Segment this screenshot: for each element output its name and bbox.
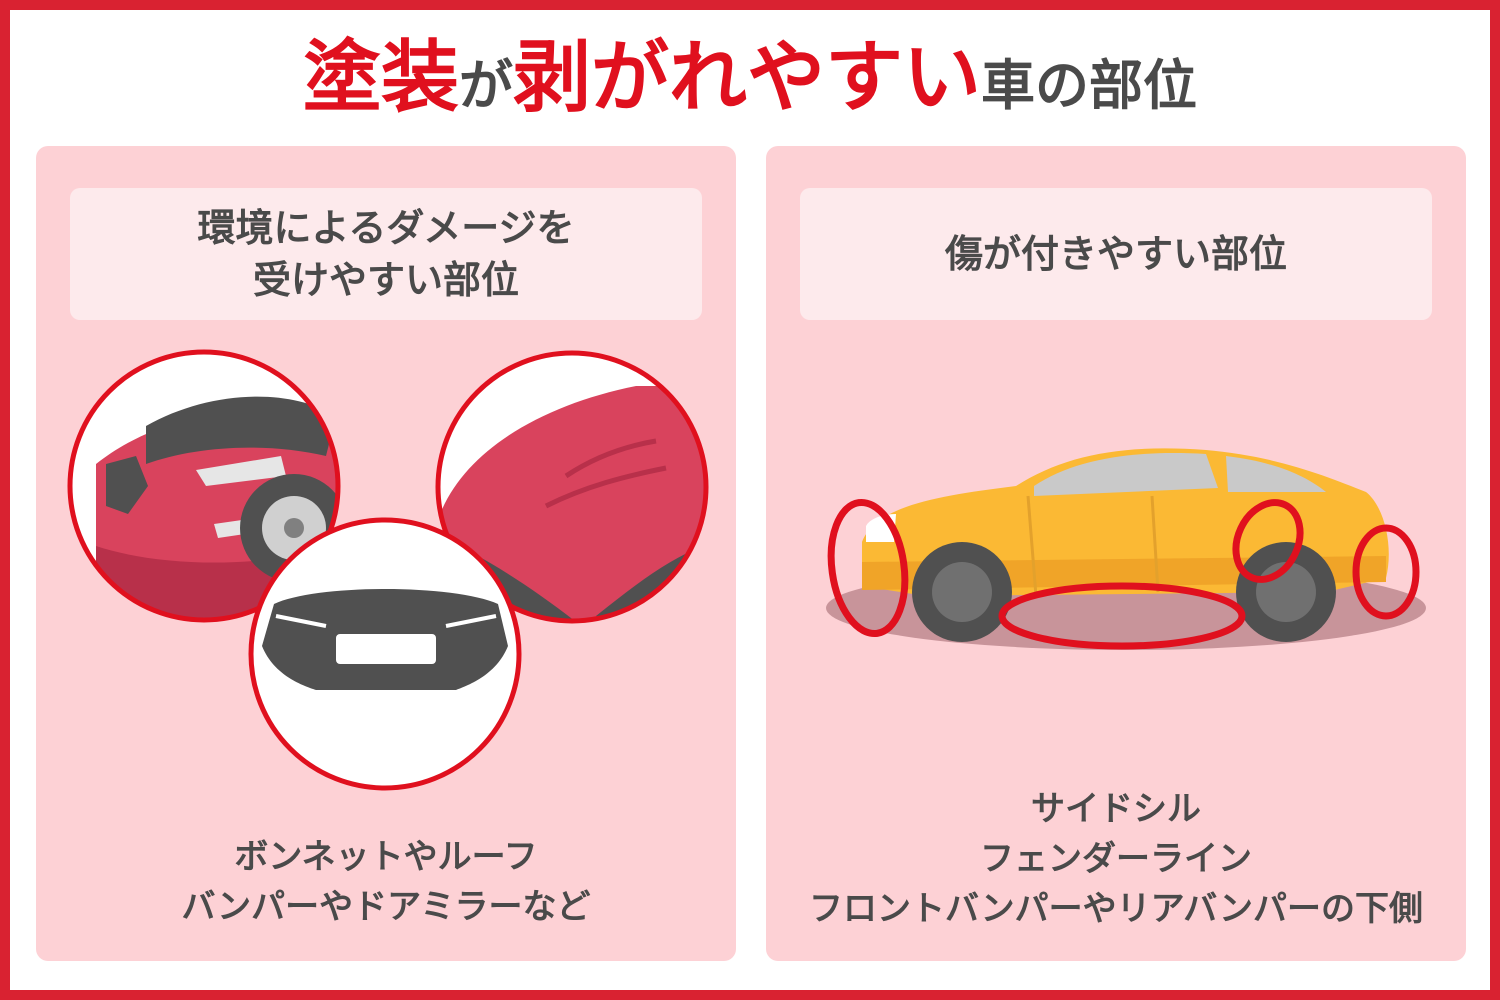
environment-damage-panel: 環境によるダメージを 受けやすい部位 — [36, 146, 736, 961]
title-part-3: 剥がれやすい — [513, 33, 982, 123]
title-part-1: 塗装 — [302, 33, 459, 123]
scratch-prone-caption: サイドシル フェンダーライン フロントバンパーやリアバンパーの下側 — [766, 784, 1466, 934]
title-part-2: が — [459, 54, 513, 117]
highlight-rings — [827, 498, 1420, 650]
environment-damage-caption-line1: ボンネットやルーフ — [234, 837, 538, 877]
rear-bumper-ring — [1352, 524, 1420, 620]
scratch-prone-illustration — [826, 448, 1426, 650]
environment-damage-illustration — [67, 349, 709, 791]
scratch-prone-header-text: 傷が付きやすい部位 — [944, 232, 1287, 276]
environment-damage-header-line1: 環境によるダメージを — [197, 206, 575, 250]
yellow-car-icon — [826, 448, 1426, 650]
scratch-prone-caption-line2: フェンダーライン — [980, 839, 1252, 879]
bumper-icon — [248, 517, 522, 791]
environment-damage-caption: ボンネットやルーフ バンパーやドアミラーなど — [36, 832, 736, 932]
title-part-4: 車の部位 — [981, 54, 1198, 117]
front-bumper-ring — [827, 498, 909, 638]
scratch-prone-caption-line1: サイドシル — [1031, 789, 1201, 829]
environment-damage-header-line2: 受けやすい部位 — [252, 258, 519, 302]
side-sill-ring — [998, 582, 1246, 650]
scratch-prone-caption-line3: フロントバンパーやリアバンパーの下側 — [808, 889, 1424, 929]
environment-damage-header: 環境によるダメージを 受けやすい部位 — [70, 188, 702, 320]
scratch-prone-panel: 傷が付きやすい部位 サイドシル フェンダーライン フロントバンパーやリアバンパー… — [766, 146, 1466, 961]
fender-line-ring — [1232, 499, 1304, 583]
page-title: 塗装が剥がれやすい車の部位 — [0, 28, 1500, 149]
environment-damage-caption-line2: バンパーやドアミラーなど — [181, 887, 591, 927]
scratch-prone-header: 傷が付きやすい部位 — [800, 188, 1432, 320]
